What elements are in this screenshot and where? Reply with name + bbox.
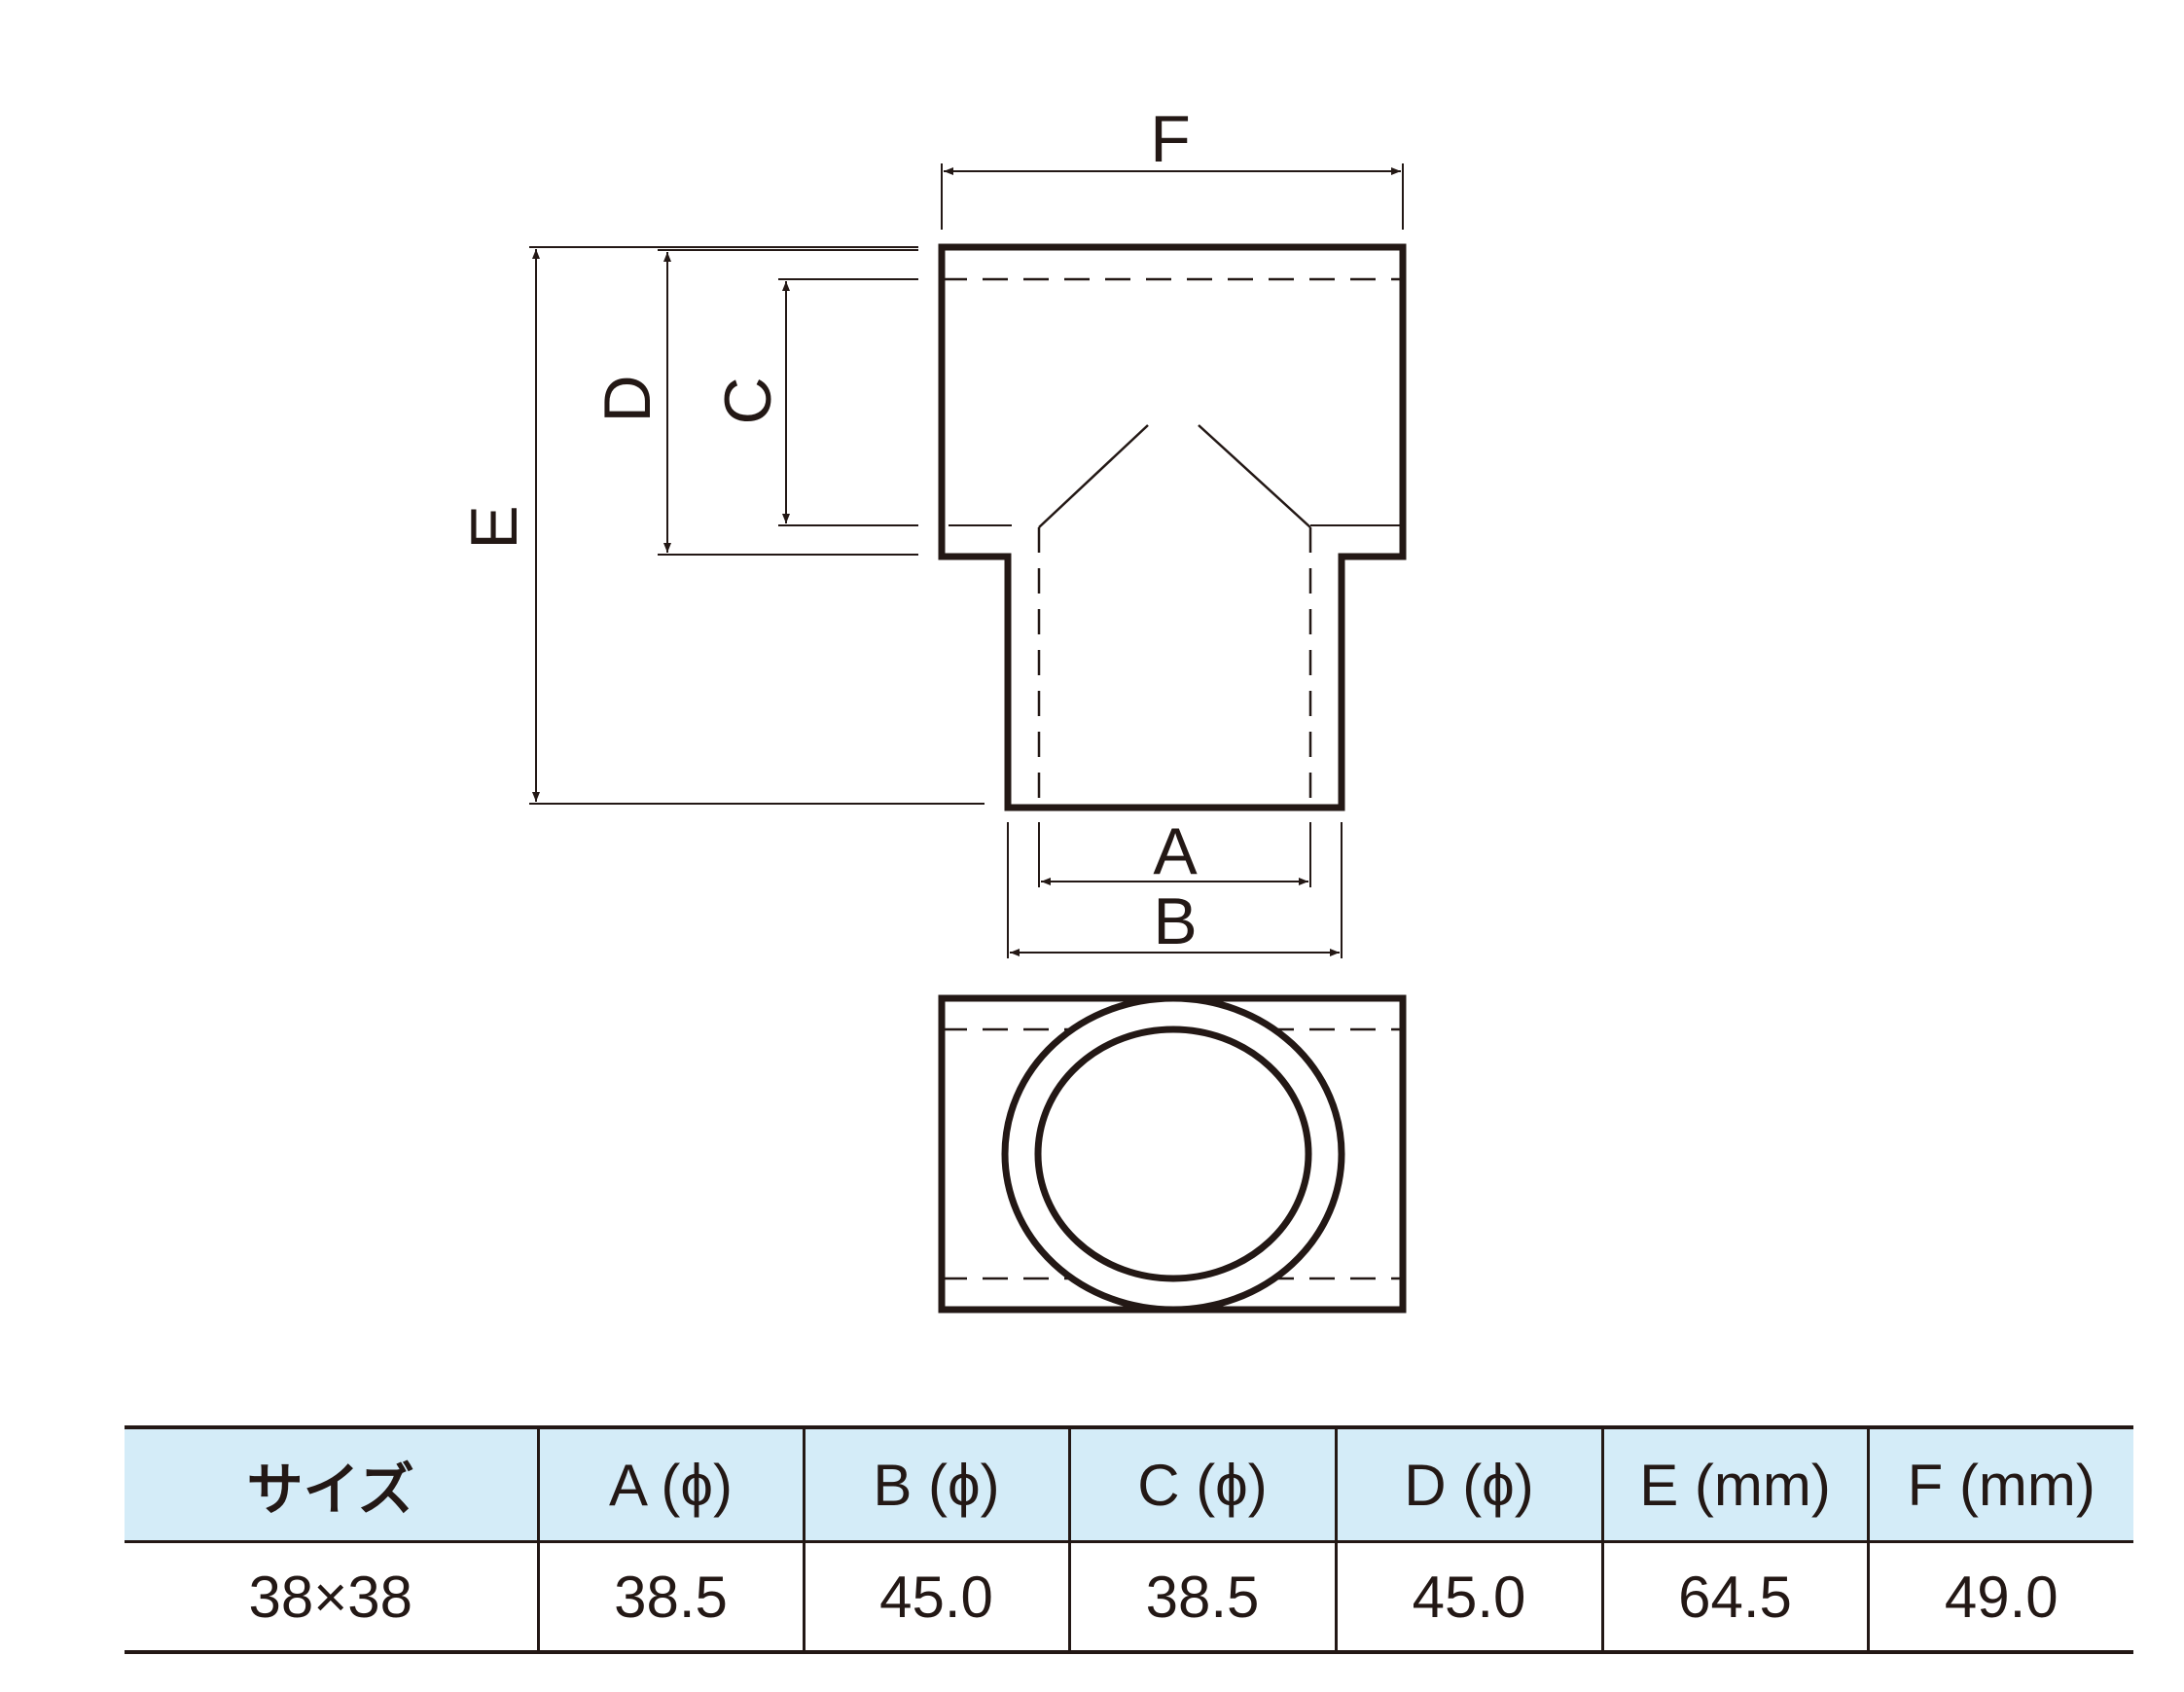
header-c: C (ϕ) bbox=[1067, 1425, 1338, 1543]
cell-c: 38.5 bbox=[1067, 1541, 1338, 1654]
plan-view bbox=[938, 994, 1407, 1314]
chamfer-left bbox=[1038, 424, 1149, 528]
dimension-d bbox=[658, 249, 918, 556]
table-row: 38×38 38.5 45.0 38.5 45.0 64.5 49.0 bbox=[125, 1541, 2133, 1654]
inner-circle bbox=[1034, 1026, 1312, 1282]
cell-b: 45.0 bbox=[802, 1541, 1071, 1654]
cell-size: 38×38 bbox=[125, 1541, 540, 1654]
header-e: E (mm) bbox=[1600, 1425, 1870, 1543]
front-view-outline bbox=[938, 243, 1407, 811]
label-b: B bbox=[1153, 884, 1197, 958]
label-f: F bbox=[1150, 102, 1191, 176]
header-f: F (mm) bbox=[1866, 1425, 2133, 1543]
label-e: E bbox=[457, 505, 531, 549]
header-d: D (ϕ) bbox=[1334, 1425, 1604, 1543]
dimension-b bbox=[1007, 822, 1343, 958]
table-header-row: サイズ A (ϕ) B (ϕ) C (ϕ) D (ϕ) E (mm) F (mm… bbox=[125, 1425, 2133, 1543]
cell-e: 64.5 bbox=[1600, 1541, 1870, 1654]
dimension-f bbox=[941, 163, 1404, 230]
cell-f: 49.0 bbox=[1866, 1541, 2133, 1654]
spec-table: サイズ A (ϕ) B (ϕ) C (ϕ) D (ϕ) E (mm) F (mm… bbox=[125, 1425, 2133, 1654]
dimension-e bbox=[529, 246, 985, 805]
label-a: A bbox=[1153, 814, 1198, 888]
header-a: A (ϕ) bbox=[536, 1425, 806, 1543]
dimension-a bbox=[1038, 822, 1311, 887]
header-size: サイズ bbox=[125, 1425, 540, 1543]
cell-d: 45.0 bbox=[1334, 1541, 1604, 1654]
dimension-c bbox=[778, 278, 918, 526]
label-c: C bbox=[711, 377, 785, 424]
header-b: B (ϕ) bbox=[802, 1425, 1071, 1543]
front-view bbox=[938, 243, 1407, 811]
cell-a: 38.5 bbox=[536, 1541, 806, 1654]
label-d: D bbox=[591, 375, 664, 422]
chamfer-right bbox=[1198, 424, 1311, 528]
